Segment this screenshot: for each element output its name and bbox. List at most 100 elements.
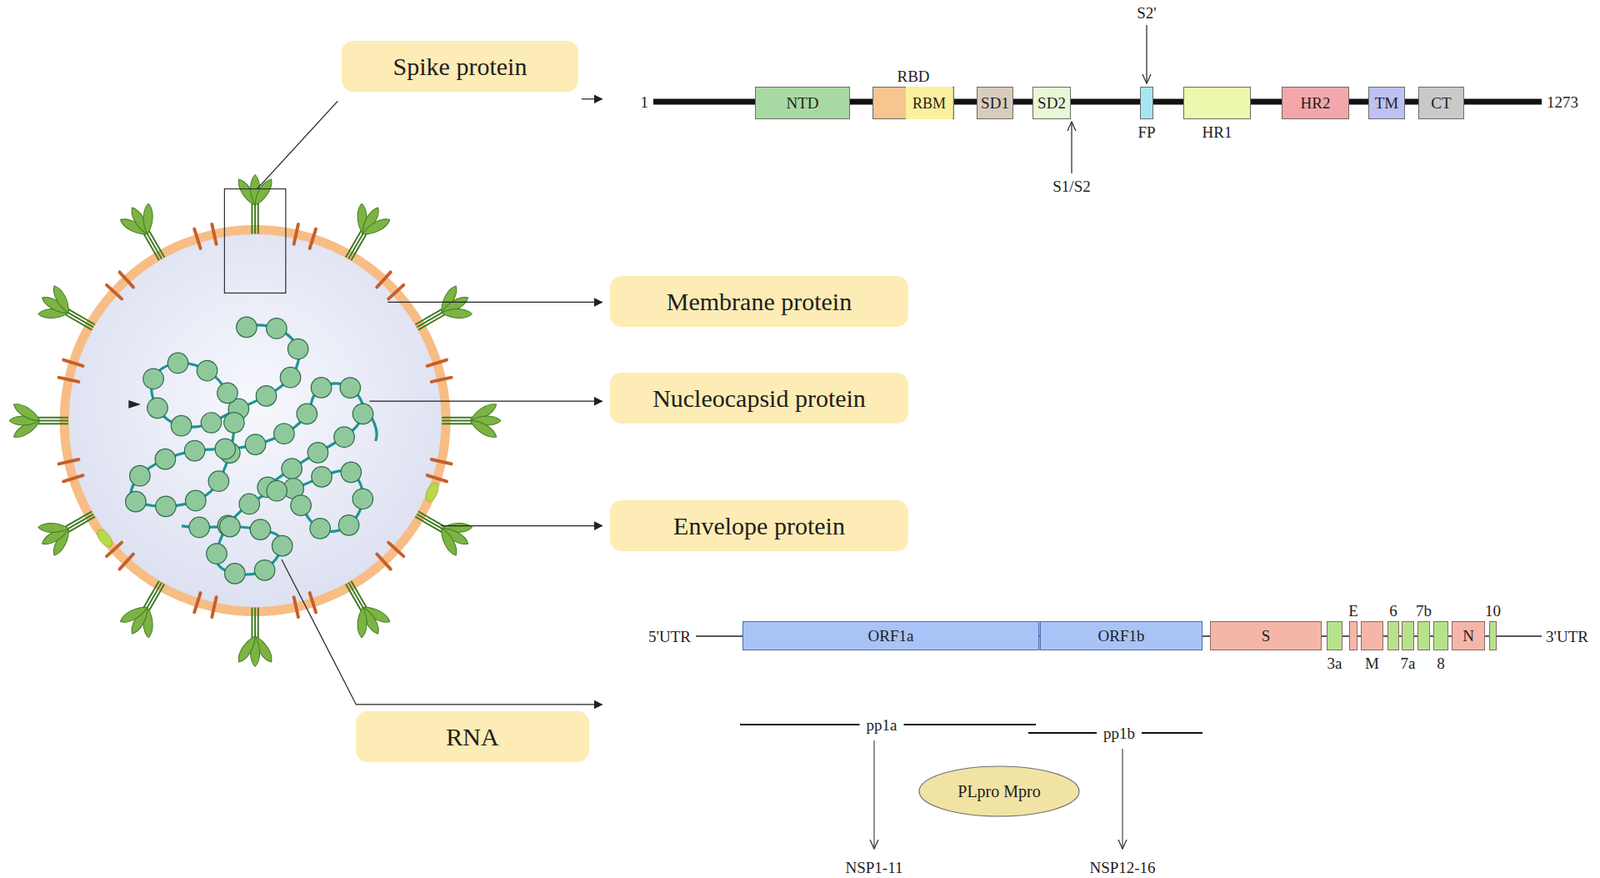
leader-arrow [281,559,602,705]
envelope-protein-mark [423,480,441,504]
annotation-label: 1273 [1546,94,1579,110]
nucleocapsid-bead [130,465,150,485]
ellipse-shape [919,765,1080,816]
membrane-protein-mark [431,377,452,382]
membrane-protein-mark [376,271,391,287]
spike-stalk [348,582,364,610]
membrane-protein-mark [106,285,122,300]
nucleocapsid-bead [206,543,227,564]
spike-stalk [37,420,69,422]
title-box: RNA [355,710,590,762]
domain-box: HR2 [1281,86,1350,120]
annotation-label: pp1b [1096,723,1142,743]
spike-glycoprotein [9,400,69,440]
spike-stalk [418,314,445,330]
cleavage-arrow [1070,121,1072,174]
protease-ellipse: PLpro Mpro [918,765,1080,817]
nucleocapsid-bead [310,377,331,398]
membrane-protein-mark [59,377,80,382]
membrane-protein-mark [294,224,299,245]
box-heading: RBD [896,68,930,85]
membrane-protein-group [59,224,452,617]
domain-box: FP [1140,86,1154,120]
spike-stalk [257,203,260,235]
nucleocapsid-bead [170,415,191,435]
membrane-protein-mark [310,229,316,249]
nucleocapsid-bead [271,535,292,555]
nucleocapsid-bead [217,382,238,403]
viral-membrane [64,230,446,612]
nucleocapsid-bead [125,490,146,511]
spike-petal [118,602,150,625]
spike-stalk [418,510,445,526]
spike-stalk [441,420,473,422]
leader-arrow [440,525,602,526]
annotation-label: pp1a [860,715,905,735]
box-label: N [1462,627,1475,644]
box-label: SD2 [1037,95,1066,111]
nucleocapsid-bead [167,352,188,373]
box-label: ORF1a [868,627,915,644]
spike-petal [357,606,368,638]
spike-stalk [345,583,361,610]
nucleocapsid-bead [311,466,332,487]
spike-stalk [254,203,256,235]
spike-stalk [149,230,165,258]
spike-stalk [416,311,444,327]
nucleocapsid-bead [352,488,373,509]
membrane-protein-mark [431,459,452,464]
spike-stalk [66,514,94,530]
nucleocapsid-bead [155,495,176,516]
spike-stalk [350,580,366,608]
nucleocapsid-bead [281,458,302,479]
box-label: PLpro Mpro [957,782,1040,800]
membrane-protein-mark [194,592,200,612]
pointer-mark [128,400,141,409]
spike-glycoprotein [406,280,479,345]
spike-petal [37,522,69,533]
nucleocapsid-bead [334,426,355,447]
spike-petal [142,203,153,235]
membrane-protein-mark [211,224,216,245]
box-heading: 8 [1436,655,1445,671]
spike-stalk [350,233,366,260]
domain-box: NTD [755,86,850,120]
gene-box: 7b [1417,620,1430,650]
box-label: Spike protein [393,54,528,80]
nucleocapsid-group [125,316,374,584]
nucleocapsid-bead [340,377,360,398]
spike-petal [235,633,260,665]
nucleocapsid-bead [274,423,295,444]
spike-stalk [65,510,92,526]
nucleocapsid-bead [196,360,217,380]
nucleocapsid-bead [189,516,210,537]
box-label: Envelope protein [673,513,845,539]
spike-stalk [65,314,92,330]
box-label: RBM [912,95,946,111]
spike-stalk [415,309,442,325]
nucleocapsid-bead [255,385,276,406]
leader-arrow [387,301,602,303]
spike-petal [50,283,73,315]
nucleocapsid-bead [245,434,265,455]
membrane-protein-mark [119,554,134,570]
box-label: CT [1430,95,1451,111]
gene-box: 10 [1489,620,1497,650]
title-box: Envelope protein [610,500,909,551]
gene-box: E [1349,620,1358,650]
nucleocapsid-bead [254,560,275,580]
domain-box: HR1 [1183,86,1251,120]
box-heading: M [1365,655,1380,671]
membrane-protein-mark [63,360,83,366]
cleavage-arrow [1145,25,1147,84]
spike-glycoprotein [115,571,180,644]
envelope-protein-mark [94,526,115,550]
nucleocapsid-bead [184,440,205,460]
nucleocapsid-bead [143,368,164,389]
rna-strand [130,325,364,575]
box-label: RNA [445,724,499,750]
orf-box: ORF1a [742,620,1040,650]
spike-glycoprotein [31,496,104,561]
